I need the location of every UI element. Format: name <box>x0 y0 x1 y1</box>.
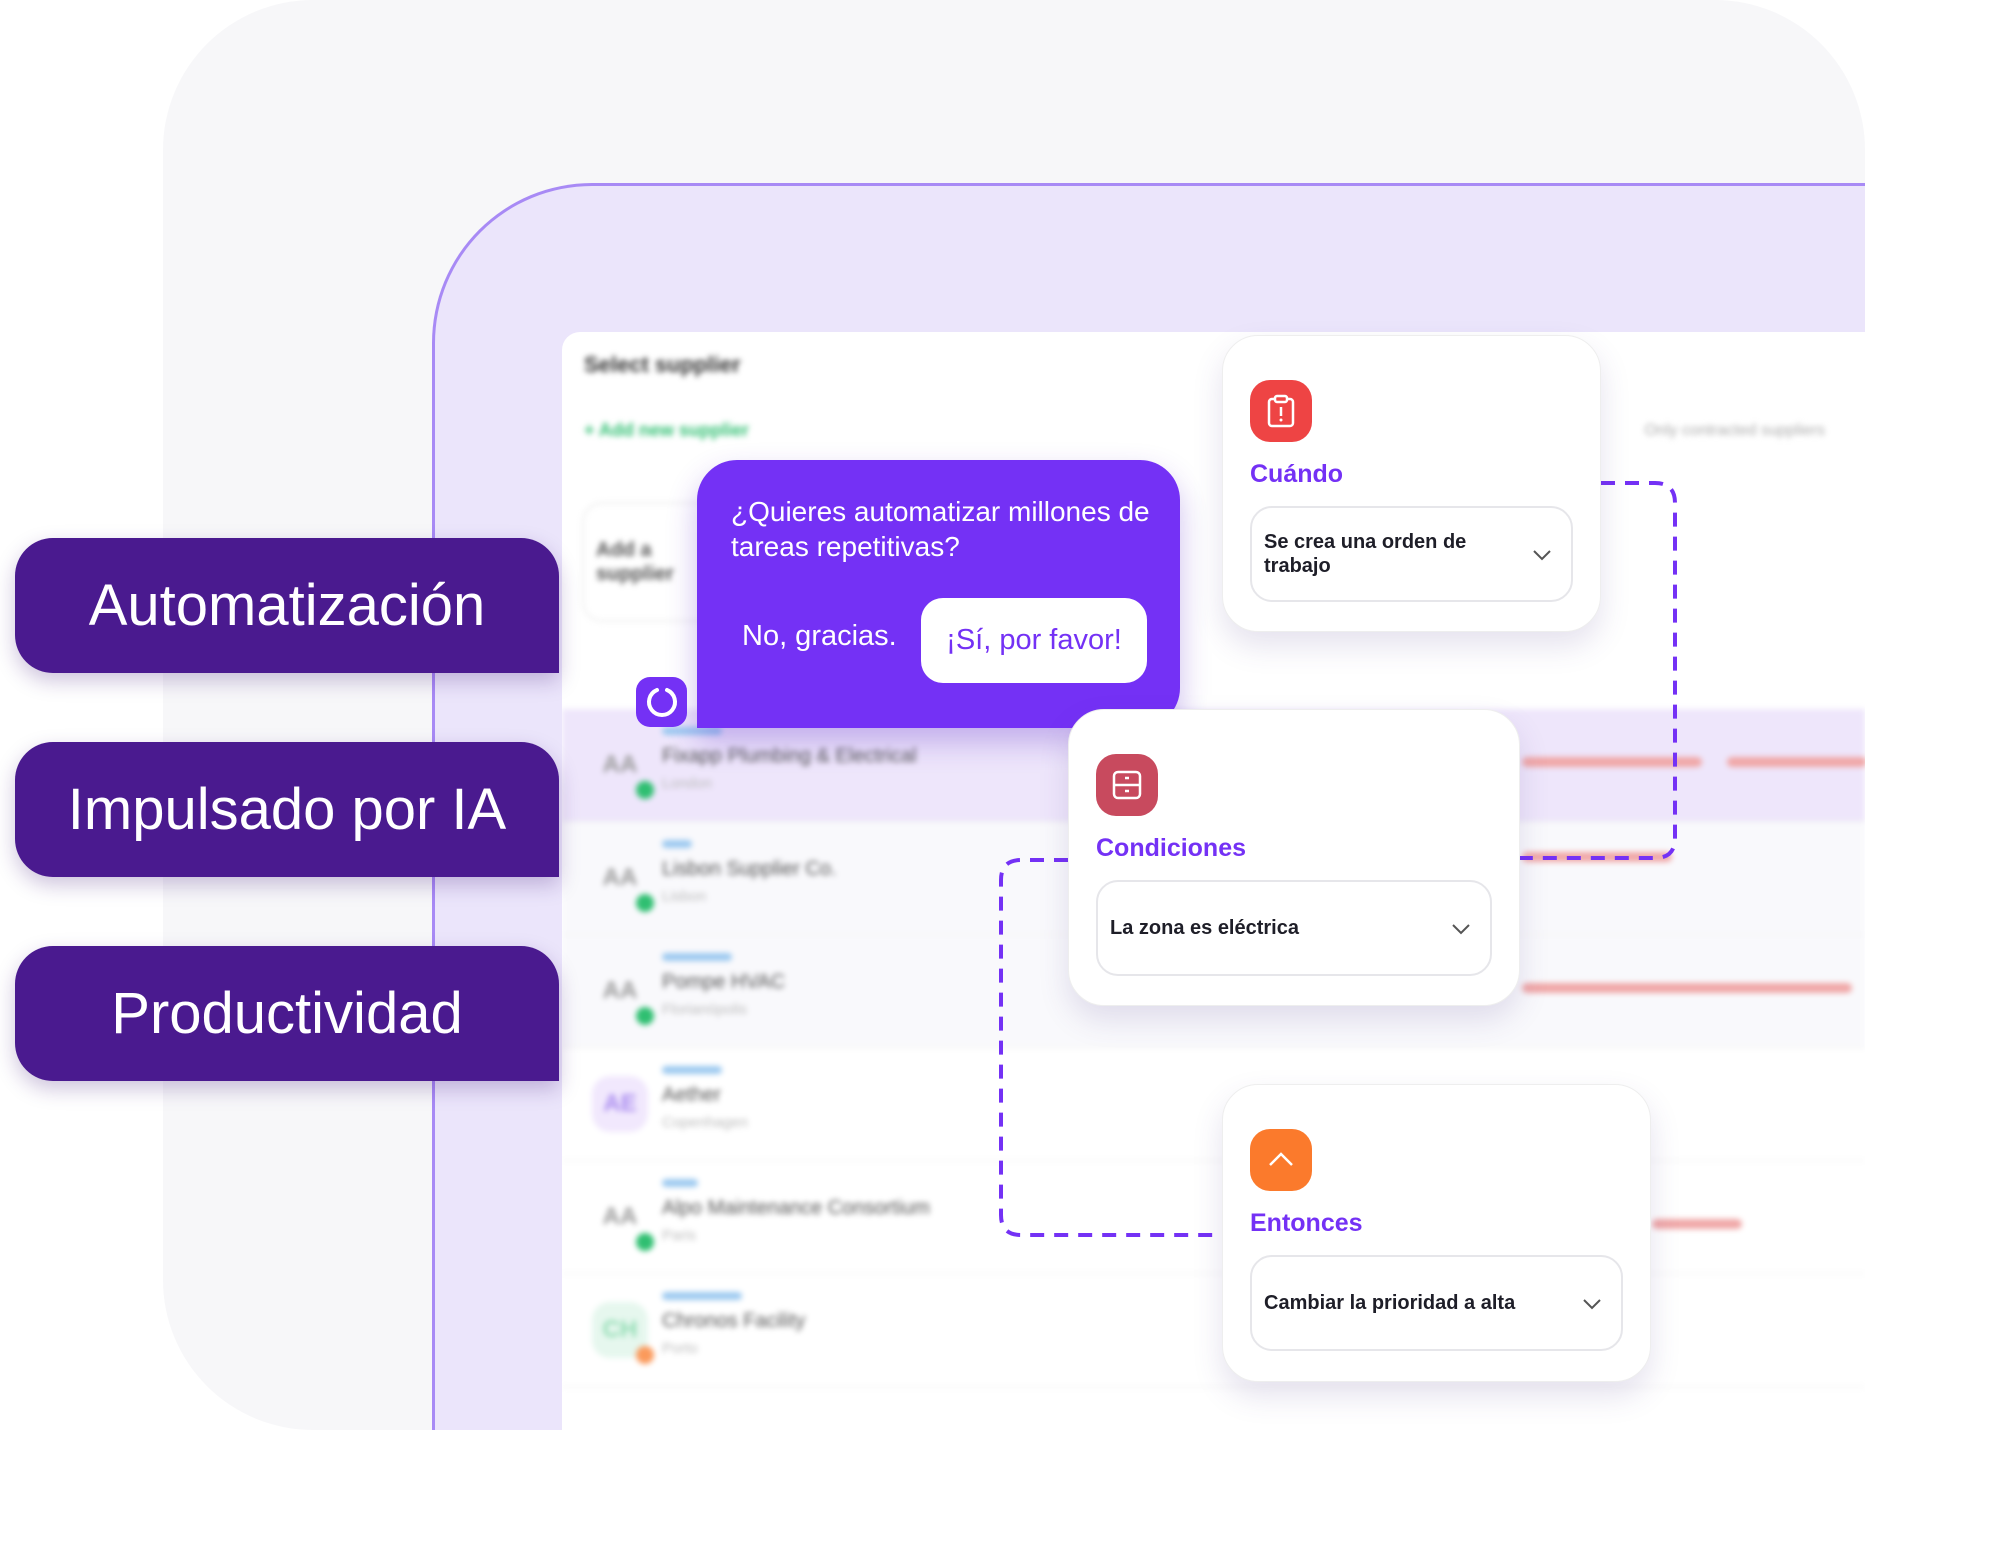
refresh-icon <box>646 688 677 717</box>
action-dropdown[interactable]: Cambiar la prioridad a alta <box>1250 1255 1623 1351</box>
card-title: Entonces <box>1250 1209 1363 1237</box>
chevron-down-icon <box>1452 924 1470 935</box>
card-title: Cuándo <box>1250 460 1344 488</box>
condition-dropdown[interactable]: La zona es eléctrica <box>1096 880 1492 976</box>
automation-prompt: ¿Quieres automatizar millones de tareas … <box>697 460 1180 728</box>
trigger-dropdown[interactable]: Se crea una orden de trabajo <box>1250 506 1573 602</box>
table-title: Select supplier <box>584 352 741 377</box>
chevron-up-icon <box>1250 1129 1312 1191</box>
label-productividad: Productividad <box>15 946 559 1081</box>
card-when: Cuándo Se crea una orden de trabajo <box>1222 335 1601 632</box>
card-title: Condiciones <box>1096 834 1247 862</box>
accept-button[interactable]: ¡Sí, por favor! <box>921 598 1147 683</box>
card-then: Entonces Cambiar la prioridad a alta <box>1222 1084 1651 1382</box>
chevron-down-icon <box>1533 550 1551 561</box>
decline-button[interactable]: No, gracias. <box>742 620 897 652</box>
contracted-filter[interactable]: Only contracted suppliers <box>1644 422 1825 439</box>
clipboard-alert-icon <box>1250 380 1312 442</box>
label-automatizacion: Automatización <box>15 538 559 673</box>
add-supplier-link[interactable]: + Add new supplier <box>584 420 749 440</box>
label-impulsado-por-ia: Impulsado por IA <box>15 742 559 877</box>
chevron-down-icon <box>1583 1299 1601 1310</box>
ai-assistant-button[interactable] <box>636 677 687 727</box>
cabinet-icon <box>1096 754 1158 816</box>
prompt-question: ¿Quieres automatizar millones de tareas … <box>731 496 1150 562</box>
card-conditions: Condiciones La zona es eléctrica <box>1068 709 1520 1006</box>
